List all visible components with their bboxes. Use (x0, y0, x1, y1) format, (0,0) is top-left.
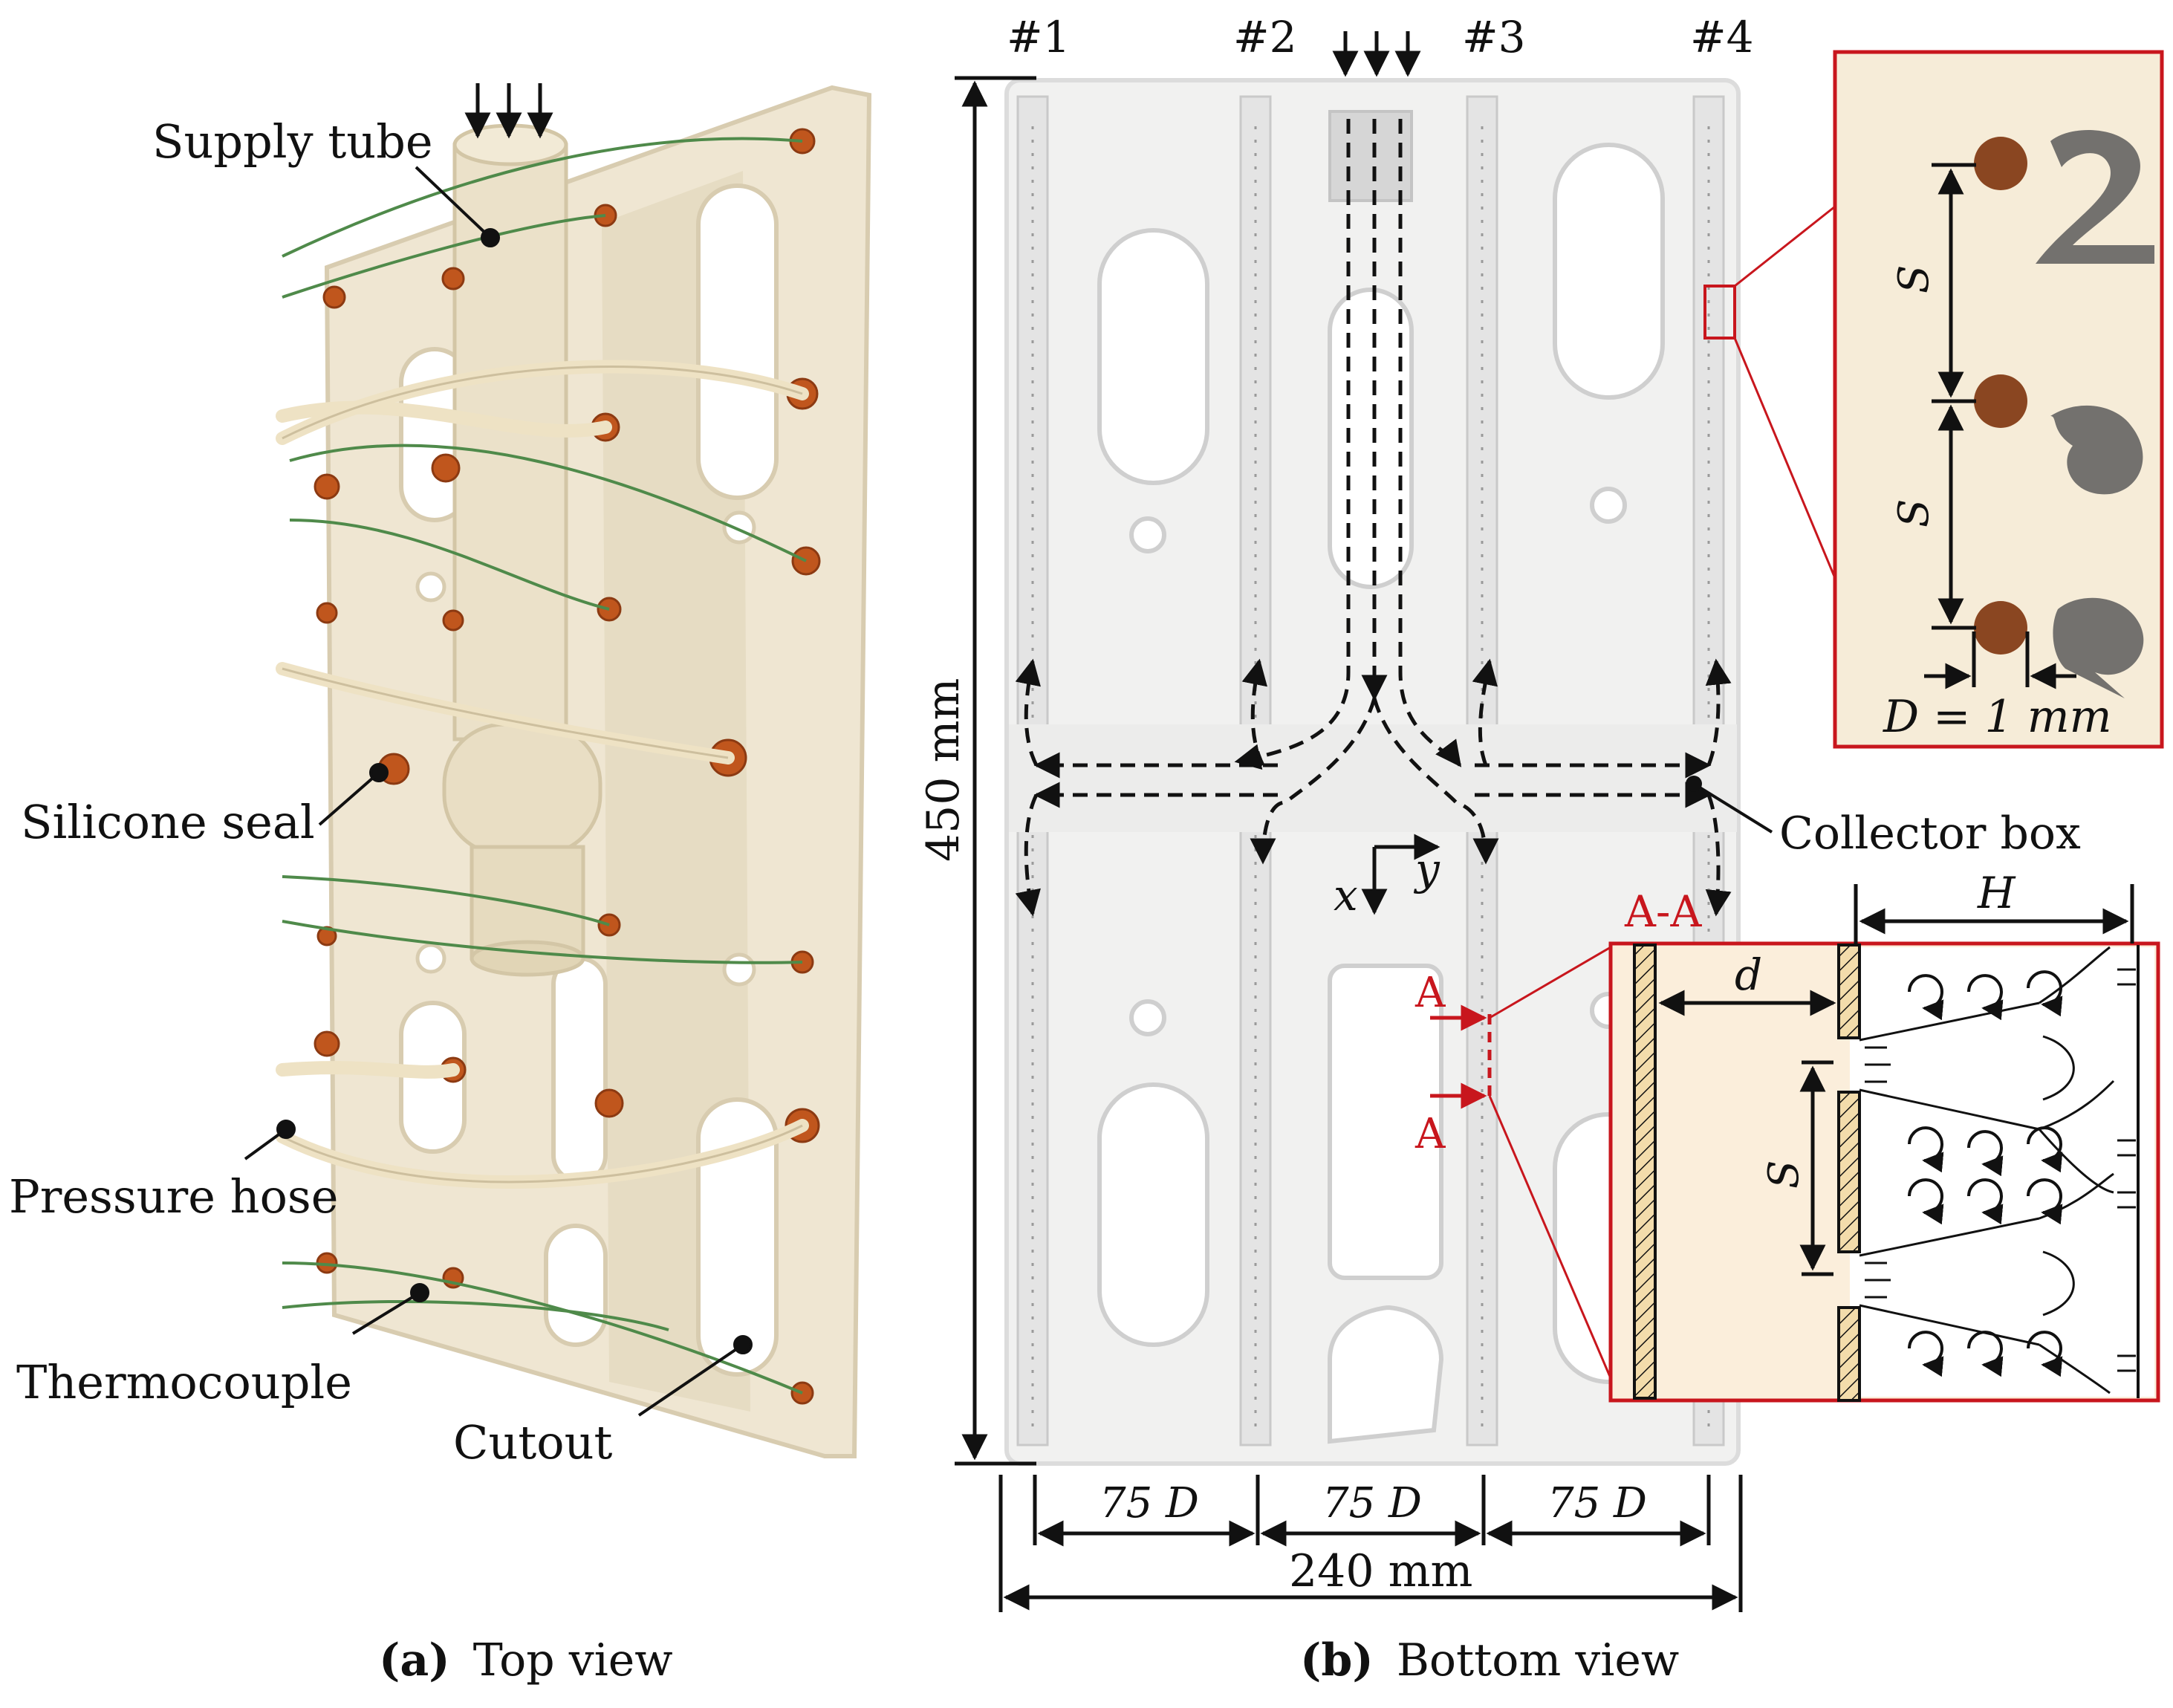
pressure-hose-outline (282, 366, 803, 1183)
supply-tube (442, 123, 602, 977)
caption-b: (b) Bottom view (1300, 1634, 1679, 1686)
channel-label-2: #2 (1233, 12, 1297, 62)
caption-b-tag: (b) (1300, 1634, 1374, 1686)
height-dimension (955, 76, 1036, 1466)
collector-box-leader (1692, 782, 1773, 834)
section-height-label: H (1977, 868, 2016, 918)
channel-label-3: #3 (1462, 12, 1526, 62)
zoom-connector-bottom (1733, 337, 1836, 579)
cutout-slot-6 (551, 956, 608, 1183)
section-spacing-label: S (1760, 1160, 1808, 1189)
channel-label-1: #1 (1007, 12, 1071, 62)
section-gap-label: d (1735, 949, 1762, 1000)
cutout-slot-1 (696, 184, 779, 500)
label-pitch-1: 75 D (1100, 1479, 1199, 1527)
caption-b-text: Bottom view (1397, 1634, 1679, 1686)
label-width-dim: 240 mm (1289, 1545, 1472, 1597)
zoom-connector-top (1734, 205, 1836, 288)
label-supply-tube: Supply tube (152, 114, 433, 169)
nozzle-plate-segment-2 (1837, 1091, 1861, 1253)
cutout-slot-2 (696, 1097, 779, 1377)
recirculation-vortices (1908, 970, 2063, 1377)
label-pressure-hose: Pressure hose (9, 1169, 338, 1224)
label-collector-box: Collector box (1779, 808, 2081, 860)
cutout-slot-5 (544, 1224, 608, 1347)
axis-x-label: x (1334, 870, 1358, 920)
impinging-jets (1859, 946, 2115, 1394)
collector-box-dot (1686, 776, 1702, 792)
supply-flow-arrows (464, 83, 553, 139)
supply-pocket (1328, 110, 1413, 202)
impingement-target-wall (1633, 944, 1657, 1400)
panel-a-leaders (244, 166, 753, 1417)
label-thermocouple: Thermocouple (16, 1355, 352, 1409)
nozzle-2 (1974, 374, 2027, 428)
printed-digits (2036, 130, 2154, 698)
channel-label-4: #4 (1690, 12, 1754, 62)
caption-a-tag: (a) (379, 1634, 450, 1686)
velocity-profiles (1865, 968, 2136, 1372)
axis-y-label: y (1413, 844, 1440, 894)
section-cut-marker (1430, 946, 1611, 1109)
section-marker-upper: A (1414, 969, 1446, 1017)
caption-a: (a) Top view (379, 1634, 673, 1686)
inset-section-aa: H d S (1488, 868, 2160, 1403)
thermocouple-wires (282, 137, 807, 1394)
pressure-taps (314, 128, 821, 1405)
section-fluid-region (1850, 947, 2154, 1397)
label-silicone-seal: Silicone seal (21, 795, 315, 849)
coordinate-system (1361, 834, 1440, 915)
nozzle-plate-segment-3 (1837, 1306, 1861, 1402)
nozzle-3 (1974, 601, 2027, 655)
label-cutout: Cutout (453, 1415, 613, 1470)
label-pitch-2: 75 D (1322, 1479, 1422, 1527)
label-section-aa: A-A (1624, 886, 1702, 937)
cutout-hole-1 (722, 510, 756, 545)
nozzle-1 (1974, 137, 2027, 190)
zoom-spacing-label-1: S (1890, 265, 1938, 293)
zoom-diameter-label: D = 1 mm (1883, 691, 2112, 743)
caption-a-text: Top view (473, 1634, 673, 1686)
zoom-spacing-dims (1924, 163, 2076, 689)
cutout-hole-2 (722, 952, 756, 987)
section-dimensions (1658, 884, 2134, 1276)
section-marker-lower: A (1414, 1110, 1446, 1158)
panel-a-top-view: Supply tube Silicone seal Pressure hose … (9, 83, 872, 1686)
bottom-cutouts (1097, 143, 1665, 1444)
label-height-dim: 450 mm (917, 678, 969, 862)
zoom-source-box (1703, 285, 1736, 340)
panel-b-bottom-view: #1 #2 #3 #4 x y Collector box 450 mm (917, 12, 2081, 1686)
cutout-hole-3 (415, 943, 446, 974)
flow-path-dashed (1015, 119, 1732, 917)
cutout-hole-4 (415, 571, 446, 603)
inset-nozzle-zoom: S S D = 1 mm (1703, 50, 2164, 749)
nozzle-plate-segment-1 (1837, 944, 1861, 1039)
section-connector (1488, 1095, 1612, 1379)
zoom-spacing-label-2: S (1890, 499, 1938, 527)
collector-band (1009, 724, 1737, 832)
label-pitch-3: 75 D (1547, 1479, 1647, 1527)
width-dimensions (998, 1475, 1743, 1612)
supply-inflow-arrows (1332, 31, 1421, 77)
